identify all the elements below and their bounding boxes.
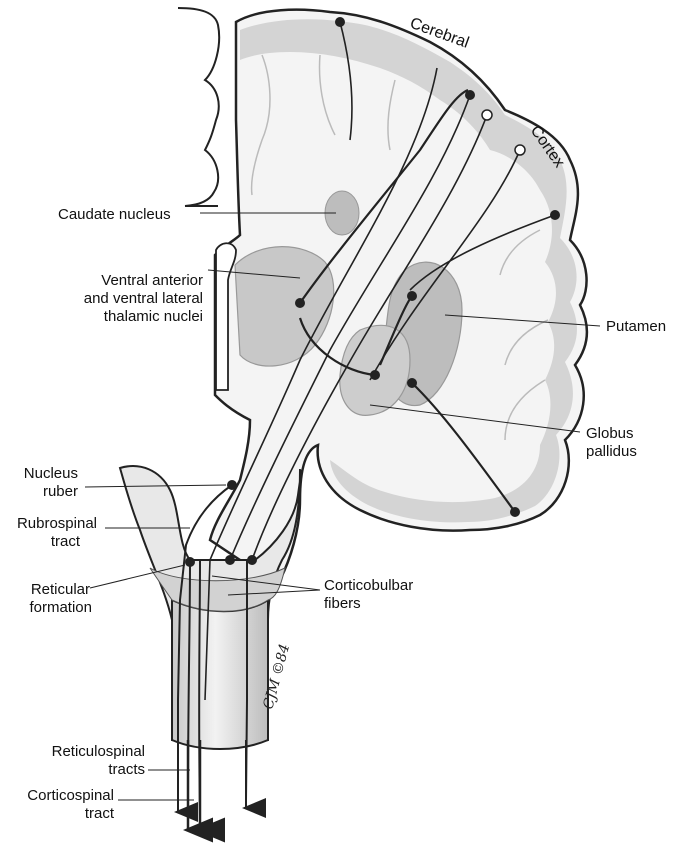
corticospinal-fibers — [204, 21, 556, 701]
reticulospinal-label-line1: Reticulospinal — [52, 743, 145, 760]
medial-surface-outline — [177, 7, 221, 207]
cortex-gray-matter — [240, 19, 577, 523]
thalamic-label-line2: and ventral lateral — [84, 290, 203, 307]
corticospinal-label-line2: tract — [85, 805, 115, 822]
neuron-cell-bodies — [185, 17, 560, 567]
gyrus-fold — [318, 54, 336, 136]
red-nucleus-neuron — [227, 480, 237, 490]
putamen-label: Putamen — [606, 318, 666, 335]
pallidal-neuron — [407, 378, 417, 388]
gyrus-fold — [387, 79, 396, 151]
cortical-neuron — [465, 90, 475, 100]
gyrus-fold — [504, 379, 546, 441]
caudate-nucleus-label: Caudate nucleus — [58, 206, 171, 223]
putamen-leader — [444, 314, 601, 327]
leader-lines — [84, 212, 601, 801]
spinal-cord — [171, 598, 269, 750]
gyrus-fold — [499, 229, 541, 276]
rubrospinal-label-line2: tract — [51, 533, 81, 550]
nucleus-ruber-label-line2: ruber — [43, 483, 78, 500]
globus-label-line1: Globus — [586, 425, 634, 442]
cord-cut-surface — [149, 567, 286, 612]
gyrus-fold — [504, 319, 549, 366]
globus-label-line2: pallidus — [586, 443, 637, 460]
thalamic-label-line3: thalamic nuclei — [104, 308, 203, 325]
reticular-neuron — [225, 555, 235, 565]
reticular-neuron — [185, 557, 195, 567]
cortical-neuron — [335, 17, 345, 27]
reticular-label-line1: Reticular — [31, 581, 90, 598]
thalamic-leader — [207, 269, 301, 279]
reticular-label-line2: formation — [29, 599, 92, 616]
corticobulbar-label-line2: fibers — [324, 595, 361, 612]
corticobulbar-label-line1: Corticobulbar — [324, 577, 413, 594]
reticulospinal-label-line2: tracts — [108, 761, 145, 778]
thalamic-neuron — [295, 298, 305, 308]
third-ventricle — [215, 242, 237, 391]
cortical-neuron — [514, 144, 526, 156]
cortical-neuron — [550, 210, 560, 220]
putamen-neuron — [407, 291, 417, 301]
pallidal-neuron — [370, 370, 380, 380]
gyrus-fold — [250, 54, 271, 196]
cortical-neuron — [510, 507, 520, 517]
reticular-neuron — [247, 555, 257, 565]
nucleus-ruber-label-line1: Nucleus — [24, 465, 78, 482]
ruber-leader — [84, 484, 227, 488]
globus-leader — [369, 404, 581, 433]
corticobulbar-leader-b — [227, 589, 321, 596]
corticobulbar-leader-a — [211, 575, 321, 591]
corticospinal-label-line1: Corticospinal — [27, 787, 114, 804]
thalamic-label-line1: Ventral anterior — [101, 272, 203, 289]
reticular-leader — [89, 564, 186, 589]
rubrospinal-label-line1: Rubrospinal — [17, 515, 97, 532]
cortical-neuron — [481, 109, 493, 121]
